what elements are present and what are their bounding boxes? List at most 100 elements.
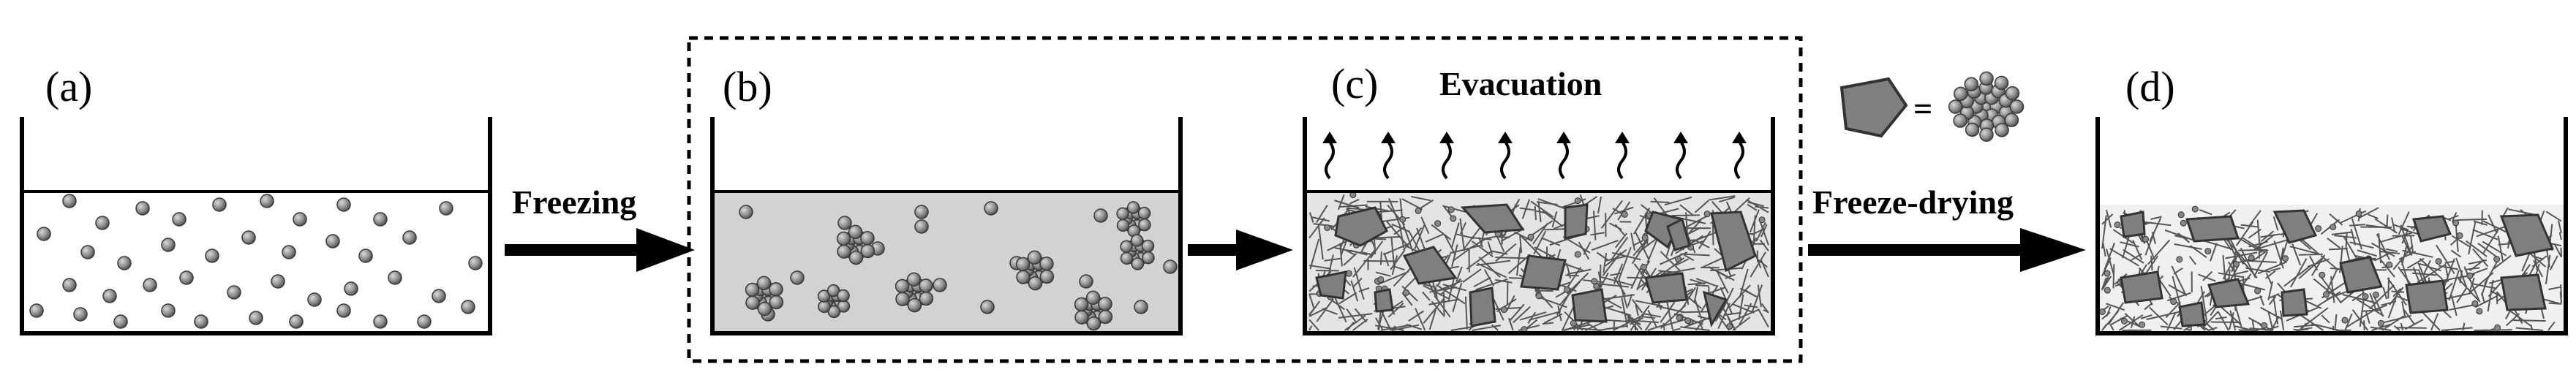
particle [1116,219,1130,232]
fibre [2150,255,2153,271]
particle [373,314,388,329]
fibre [2473,220,2488,226]
fibre [1646,235,1660,264]
fibre [1379,251,1382,265]
particle [1324,224,1331,231]
fibre [2120,241,2139,248]
particle [289,314,304,329]
fibre [1500,230,1522,242]
fibre [2190,245,2207,259]
particle [914,219,929,234]
particle [1948,99,1963,114]
fibre [2235,221,2254,246]
legend-equals-sign: = [1913,90,1932,127]
fibre [2381,315,2405,331]
fibre [1635,300,1663,307]
fibre [1551,211,1558,228]
fibre [1425,233,1444,243]
panel-label-c: (c) [1331,60,1378,107]
fibre [2105,249,2115,276]
fibre [2165,301,2181,319]
fibre [2256,327,2264,331]
fibre [1633,207,1651,235]
vapor-arrow [1381,132,1396,180]
fibre [2144,231,2155,256]
fibre [2545,211,2562,222]
fibre [1583,241,1592,255]
fibre [1739,303,1752,325]
flake [2178,301,2206,327]
fibre [1534,205,1537,221]
fibre [2130,316,2136,329]
particle-cluster [836,224,875,265]
fibre [1613,319,1616,331]
fibre [1559,281,1581,305]
container-b [710,117,1183,335]
particle [2372,291,2379,298]
particle [756,276,772,291]
particle [1674,255,1681,262]
fibre [2300,322,2308,331]
particle [2170,298,2177,306]
particle [179,270,194,285]
particle [1447,206,1455,213]
particle [1399,216,1406,223]
flake [2281,288,2308,317]
fibre [2319,275,2341,303]
fibre [2368,213,2379,220]
fibre [1758,308,1769,328]
flake [1571,288,1608,323]
fibre [2102,243,2106,257]
particle [1979,71,1994,86]
fibre [1491,324,1499,331]
particle [1015,257,1031,272]
fibre [2403,308,2416,325]
fibre [1411,195,1431,202]
fibre [2362,309,2382,312]
particle [2355,210,2362,217]
liquid-a [22,192,490,333]
fibre [2267,281,2274,300]
fibre [2104,243,2115,271]
particle [2005,86,2020,101]
particle [1130,234,1144,247]
flake [1460,203,1525,234]
particle [2254,287,2261,295]
particle [1126,201,1140,214]
fibre [1593,211,1597,240]
particle [817,289,831,303]
container-d [2095,117,2568,335]
particle [1074,297,1089,312]
particle [745,295,760,310]
fibre [1739,268,1749,298]
fibre [1717,303,1730,330]
fibre [1695,318,1706,331]
particle [2004,113,2019,127]
fibre [1521,199,1530,219]
fibre [2101,277,2107,290]
fibre [2200,286,2208,321]
fibre [2321,314,2330,324]
fibre [1671,214,1701,216]
fibre [2357,249,2378,257]
fibre [1408,310,1424,322]
fibre [1534,246,1555,259]
particle [2204,248,2212,255]
particle [73,307,88,322]
fibre [1618,278,1628,309]
freeze-drying-arrow [1808,228,2086,272]
flake-particles [1315,203,1757,328]
fibre [1695,284,1709,287]
fibre [2173,267,2183,275]
particle [1141,239,1155,253]
particle [113,314,128,329]
fibre [2409,235,2414,253]
flake [2500,273,2547,311]
fibre [1423,284,1449,300]
particle [2377,319,2384,327]
fibre [2451,235,2471,248]
fibre [1311,216,1330,222]
fibre [1483,269,1495,287]
particle [1535,292,1543,300]
fibre [1508,317,1514,331]
